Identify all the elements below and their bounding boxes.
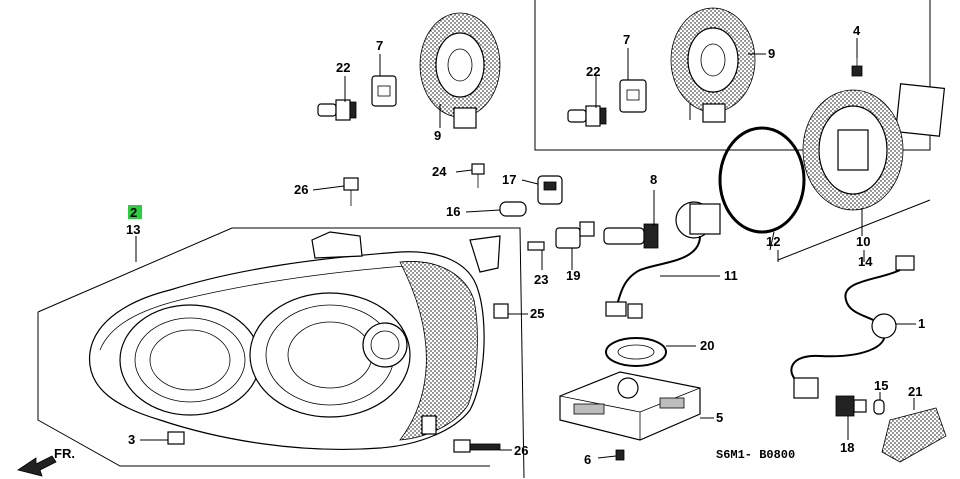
upper-group-bracket [534, 0, 931, 151]
lower-right-bracket [777, 199, 931, 262]
callout-4[interactable]: 4 [853, 23, 861, 38]
bolt-4[interactable] [851, 58, 863, 77]
callout-2[interactable]: 2 [130, 205, 137, 220]
callout-25[interactable]: 25 [530, 306, 544, 321]
callout-6[interactable]: 6 [584, 452, 591, 467]
cover-10[interactable] [802, 89, 904, 211]
screw-24[interactable] [471, 163, 485, 188]
callout-23[interactable]: 23 [534, 272, 548, 287]
callout-26a[interactable]: 26 [294, 182, 308, 197]
bolt-26-lower[interactable] [453, 439, 501, 453]
callout-9b[interactable]: 9 [768, 46, 775, 61]
wire-harness-11[interactable] [605, 235, 701, 319]
callout-11[interactable]: 11 [724, 268, 738, 283]
callout-1[interactable]: 1 [918, 316, 925, 331]
callout-22b[interactable]: 22 [586, 64, 600, 79]
socket-19[interactable] [555, 221, 595, 249]
callout-12[interactable]: 12 [766, 234, 780, 249]
seal-ring-12[interactable] [718, 126, 806, 234]
headlight-case-9-right[interactable] [670, 7, 756, 123]
front-arrow-label: FR. [54, 446, 75, 461]
callout-22a[interactable]: 22 [336, 60, 350, 75]
bulb-15[interactable] [873, 399, 885, 415]
diagram-code: S6M1- B0800 [716, 448, 795, 462]
callout-26b[interactable]: 26 [514, 443, 528, 458]
bulb-22-left[interactable] [317, 99, 357, 121]
callout-21[interactable]: 21 [908, 384, 922, 399]
bulb-16[interactable] [499, 201, 527, 217]
callout-9a[interactable]: 9 [434, 128, 441, 143]
callout-24[interactable]: 24 [432, 164, 447, 179]
ballast-unit-5[interactable] [559, 371, 701, 441]
callout-7b[interactable]: 7 [623, 32, 630, 47]
hid-bulb-8[interactable] [603, 201, 721, 249]
callout-15[interactable]: 15 [874, 378, 888, 393]
sub-harness-1[interactable] [790, 255, 915, 399]
callout-7a[interactable]: 7 [376, 38, 383, 53]
socket-18[interactable] [835, 395, 867, 417]
bulb-22-right[interactable] [567, 105, 607, 127]
callout-20[interactable]: 20 [700, 338, 714, 353]
leader-lines [135, 38, 916, 459]
caution-label [894, 83, 946, 137]
screw-6[interactable] [615, 449, 625, 461]
callout-16[interactable]: 16 [446, 204, 460, 219]
gasket-20[interactable] [605, 337, 667, 367]
clip-23[interactable] [527, 241, 545, 251]
socket-7-left[interactable] [371, 75, 397, 107]
callout-5[interactable]: 5 [716, 410, 723, 425]
side-marker-21[interactable] [881, 407, 947, 463]
bolt-26-upper[interactable] [343, 177, 359, 206]
callout-14[interactable]: 14 [858, 254, 873, 269]
socket-7-right[interactable] [619, 79, 647, 113]
callout-17[interactable]: 17 [502, 172, 516, 187]
socket-17[interactable] [537, 175, 563, 205]
headlight-assembly[interactable] [89, 231, 501, 450]
callout-3[interactable]: 3 [128, 432, 135, 447]
clip-3[interactable] [167, 431, 185, 445]
callout-10[interactable]: 10 [856, 234, 870, 249]
clip-25[interactable] [493, 303, 509, 319]
callout-19[interactable]: 19 [566, 268, 580, 283]
callout-18[interactable]: 18 [840, 440, 854, 455]
highlight-marker [128, 205, 142, 219]
headlight-case-9-left[interactable] [419, 12, 501, 129]
callout-8[interactable]: 8 [650, 172, 657, 187]
headlight-group-outline [37, 227, 525, 479]
callout-13[interactable]: 13 [126, 222, 140, 237]
front-direction-arrow: FR. [17, 446, 75, 477]
